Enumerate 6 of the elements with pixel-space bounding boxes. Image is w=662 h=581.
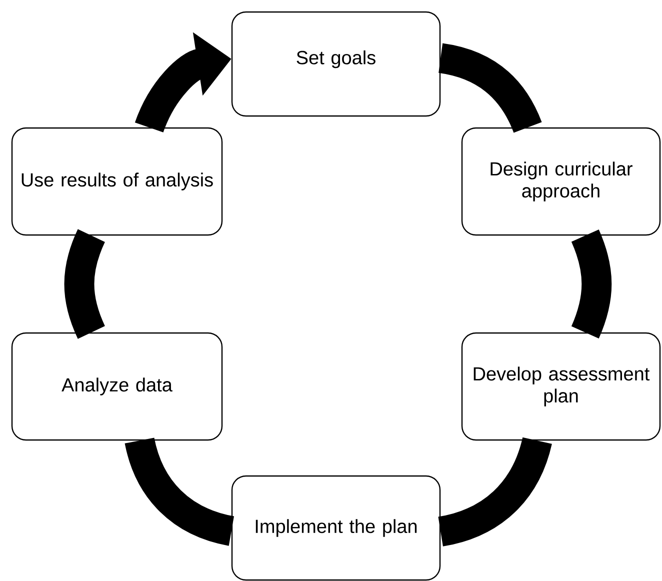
process-box: Develop assessment plan xyxy=(461,332,661,441)
process-box: Use results of analysis xyxy=(11,127,223,236)
process-box: Set goals xyxy=(231,11,441,117)
process-box: Design curricular approach xyxy=(461,127,661,236)
process-box: Implement the plan xyxy=(231,475,441,581)
process-box: Analyze data xyxy=(11,332,223,441)
